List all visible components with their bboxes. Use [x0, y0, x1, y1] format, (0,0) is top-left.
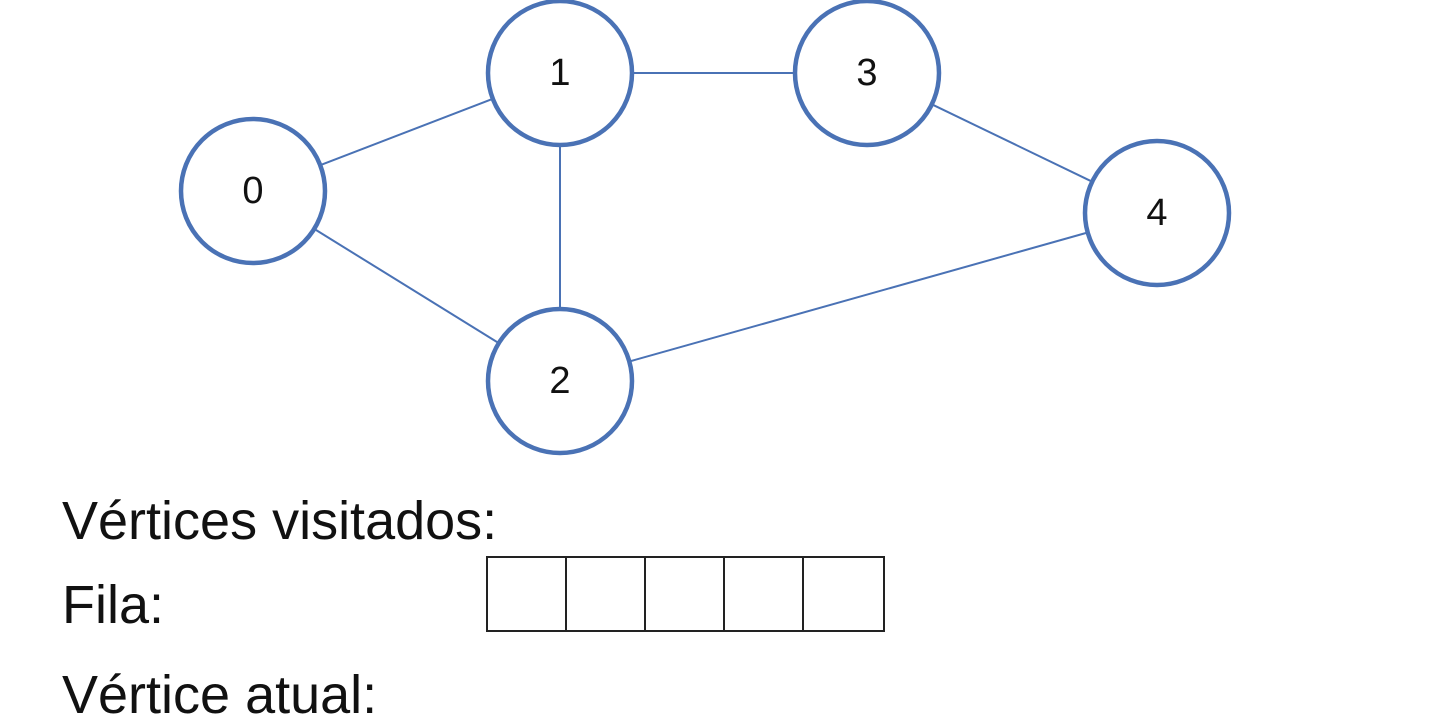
- node-circle: [1082, 138, 1232, 288]
- queue-cell: [725, 558, 804, 630]
- node-0: 0: [178, 116, 328, 266]
- node-1: 1: [485, 0, 635, 148]
- node-label: 4: [1146, 192, 1167, 234]
- node-label: 1: [549, 52, 570, 94]
- node-circle: [485, 306, 635, 456]
- queue-cell: [488, 558, 567, 630]
- graph-nodes: 0 1 2 3 4: [178, 0, 1232, 456]
- node-3: 3: [792, 0, 942, 148]
- queue-boxes: [486, 556, 885, 632]
- node-label: 2: [549, 360, 570, 402]
- queue-cell: [804, 558, 883, 630]
- edge-2-4: [629, 231, 1088, 363]
- node-2: 2: [485, 306, 635, 456]
- node-label: 0: [242, 170, 263, 212]
- graph-diagram: 0 1 2 3 4: [178, 0, 1232, 456]
- node-circle: [485, 0, 635, 148]
- edge-0-1: [319, 97, 494, 167]
- node-4: 4: [1082, 138, 1232, 288]
- node-circle: [178, 116, 328, 266]
- queue-label: Fila:: [62, 575, 165, 635]
- edge-3-4: [931, 103, 1093, 183]
- queue-cell: [646, 558, 725, 630]
- queue-cell: [567, 558, 646, 630]
- node-circle: [792, 0, 942, 148]
- current-vertex-label: Vértice atual:: [62, 665, 378, 725]
- edge-0-2: [313, 228, 500, 344]
- node-label: 3: [856, 52, 877, 94]
- visited-vertices-label: Vértices visitados:: [62, 491, 498, 551]
- graph-edges: [313, 72, 1093, 363]
